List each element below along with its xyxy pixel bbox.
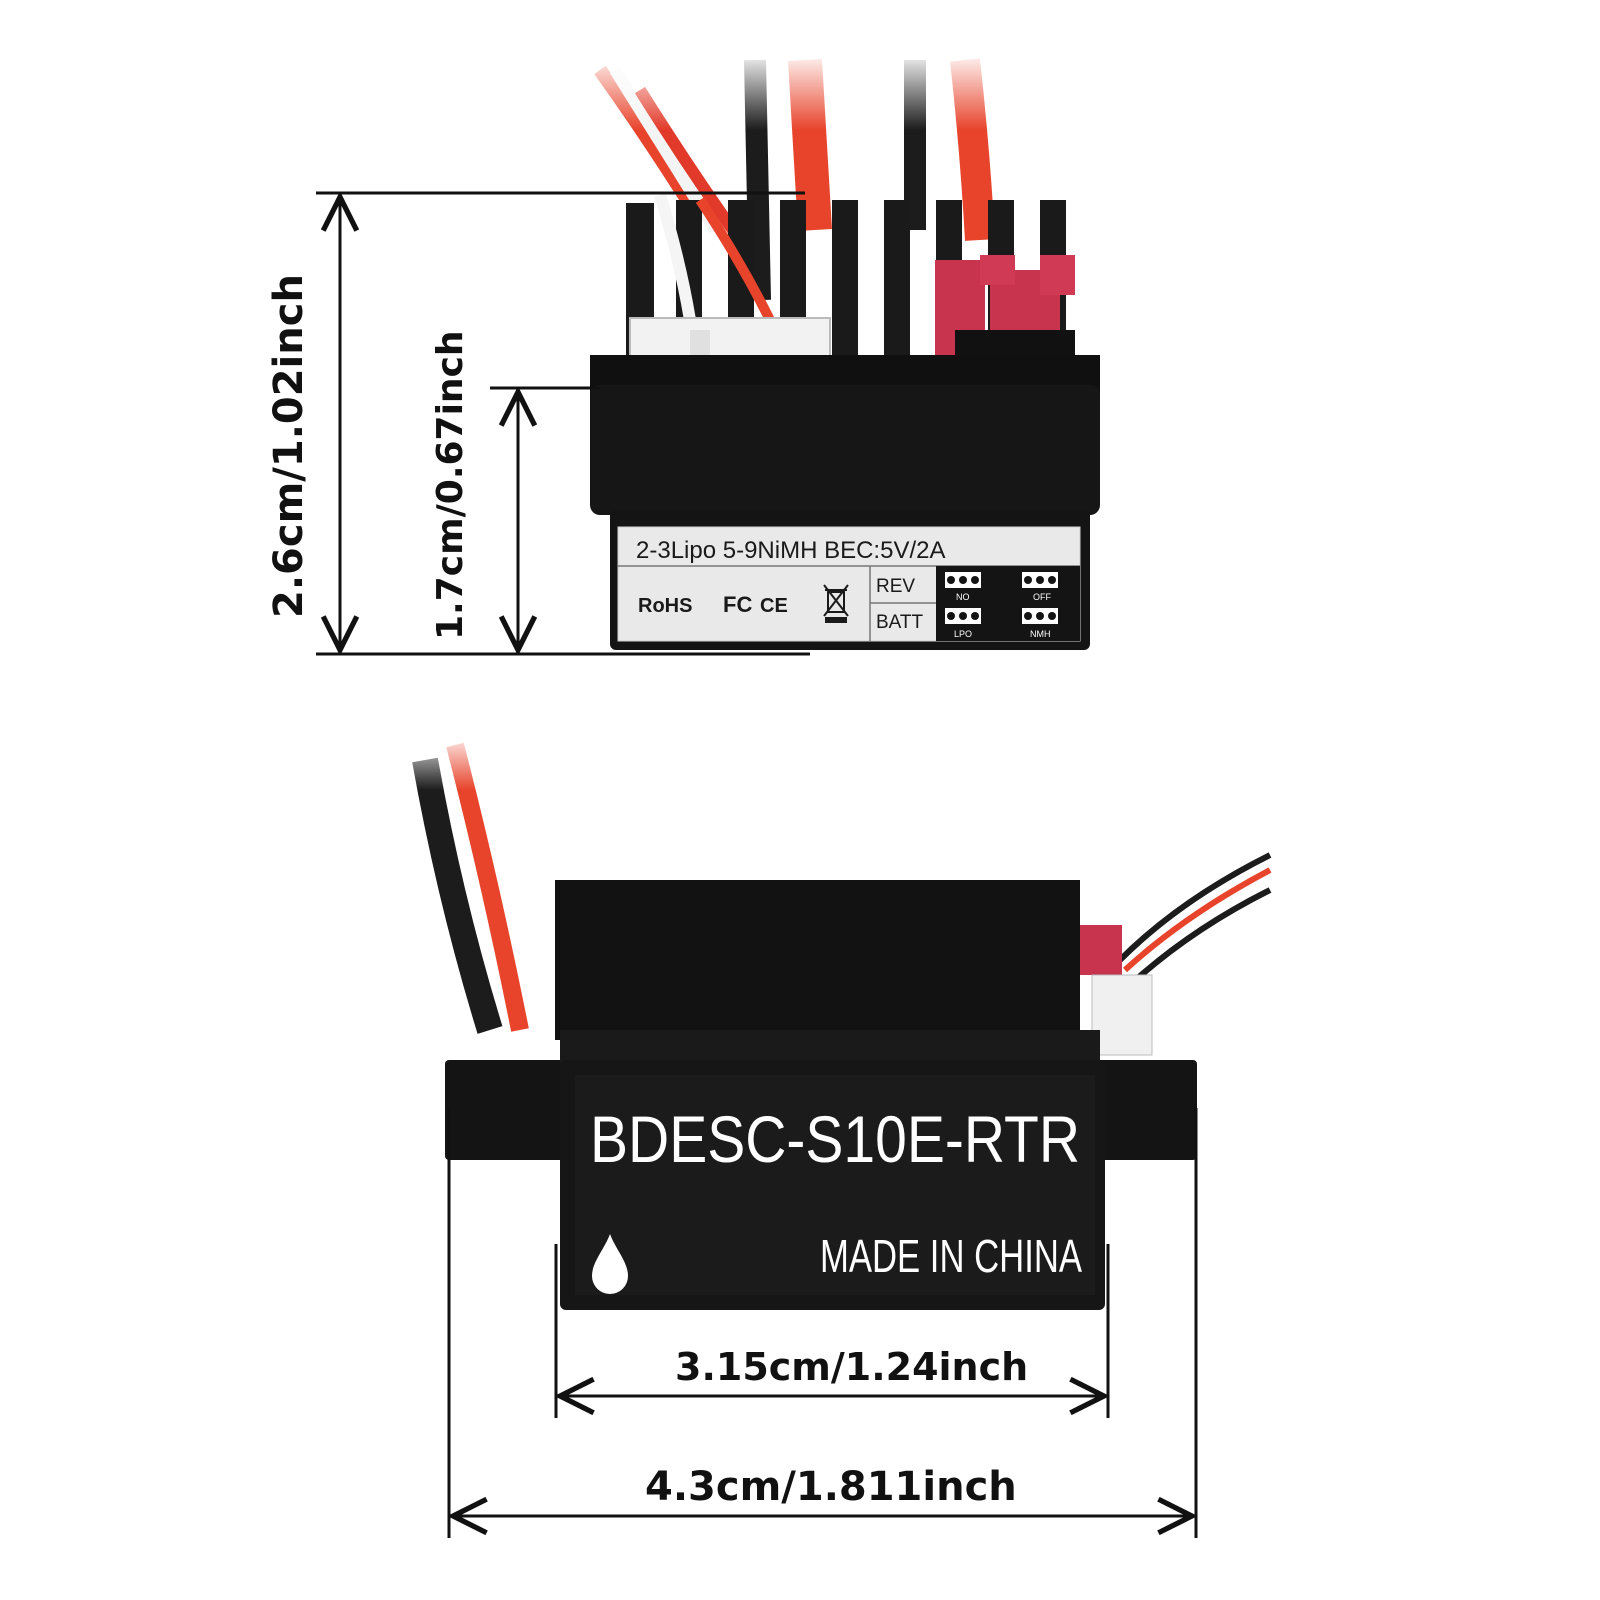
front-jumper bbox=[1080, 925, 1122, 975]
front-white-connector bbox=[1091, 974, 1153, 1056]
top-view: 2-3Lipo 5-9NiMH BEC:5V/2A RoHS FC CE REV… bbox=[266, 50, 1100, 656]
batt-option-nmh: NMH bbox=[1030, 629, 1051, 639]
batt-label: BATT bbox=[876, 612, 924, 633]
weee-bin-icon bbox=[823, 584, 849, 623]
batt-option-lpo: LPO bbox=[954, 629, 972, 639]
rohs-mark: RoHS bbox=[638, 595, 692, 617]
dimension-width-total: 4.3cm/1.811inch bbox=[447, 1108, 1198, 1538]
rev-option-no: NO bbox=[956, 592, 970, 602]
dimension-height-total: 2.6cm/1.02inch bbox=[266, 191, 810, 656]
water-drop-icon bbox=[592, 1234, 628, 1294]
fc-mark: FC bbox=[723, 592, 752, 617]
front-heatsink bbox=[555, 880, 1080, 1040]
height-body-label: 1.7cm/0.67inch bbox=[430, 330, 471, 640]
top-wires bbox=[580, 50, 1020, 301]
width-total-label: 4.3cm/1.811inch bbox=[645, 1464, 1017, 1510]
rev-option-off: OFF bbox=[1033, 592, 1051, 602]
dimension-width-body: 3.15cm/1.24inch bbox=[554, 1244, 1110, 1418]
front-view: BDESC-S10E-RTR MADE IN CHINA 3.15cm/1.24… bbox=[400, 730, 1272, 1538]
origin-text: MADE IN CHINA bbox=[820, 1230, 1082, 1282]
ce-mark: CE bbox=[760, 595, 788, 617]
spec-label: 2-3Lipo 5-9NiMH BEC:5V/2A RoHS FC CE REV… bbox=[617, 526, 1081, 642]
jumper-pin-diagram bbox=[945, 572, 1058, 624]
spec-text: 2-3Lipo 5-9NiMH BEC:5V/2A bbox=[636, 537, 945, 564]
width-body-label: 3.15cm/1.24inch bbox=[675, 1345, 1028, 1389]
height-total-label: 2.6cm/1.02inch bbox=[266, 274, 312, 618]
model-text: BDESC-S10E-RTR bbox=[590, 1102, 1080, 1176]
front-wires bbox=[400, 730, 1272, 1034]
dimension-height-body: 1.7cm/0.67inch bbox=[430, 330, 600, 650]
rev-label: REV bbox=[876, 576, 915, 597]
